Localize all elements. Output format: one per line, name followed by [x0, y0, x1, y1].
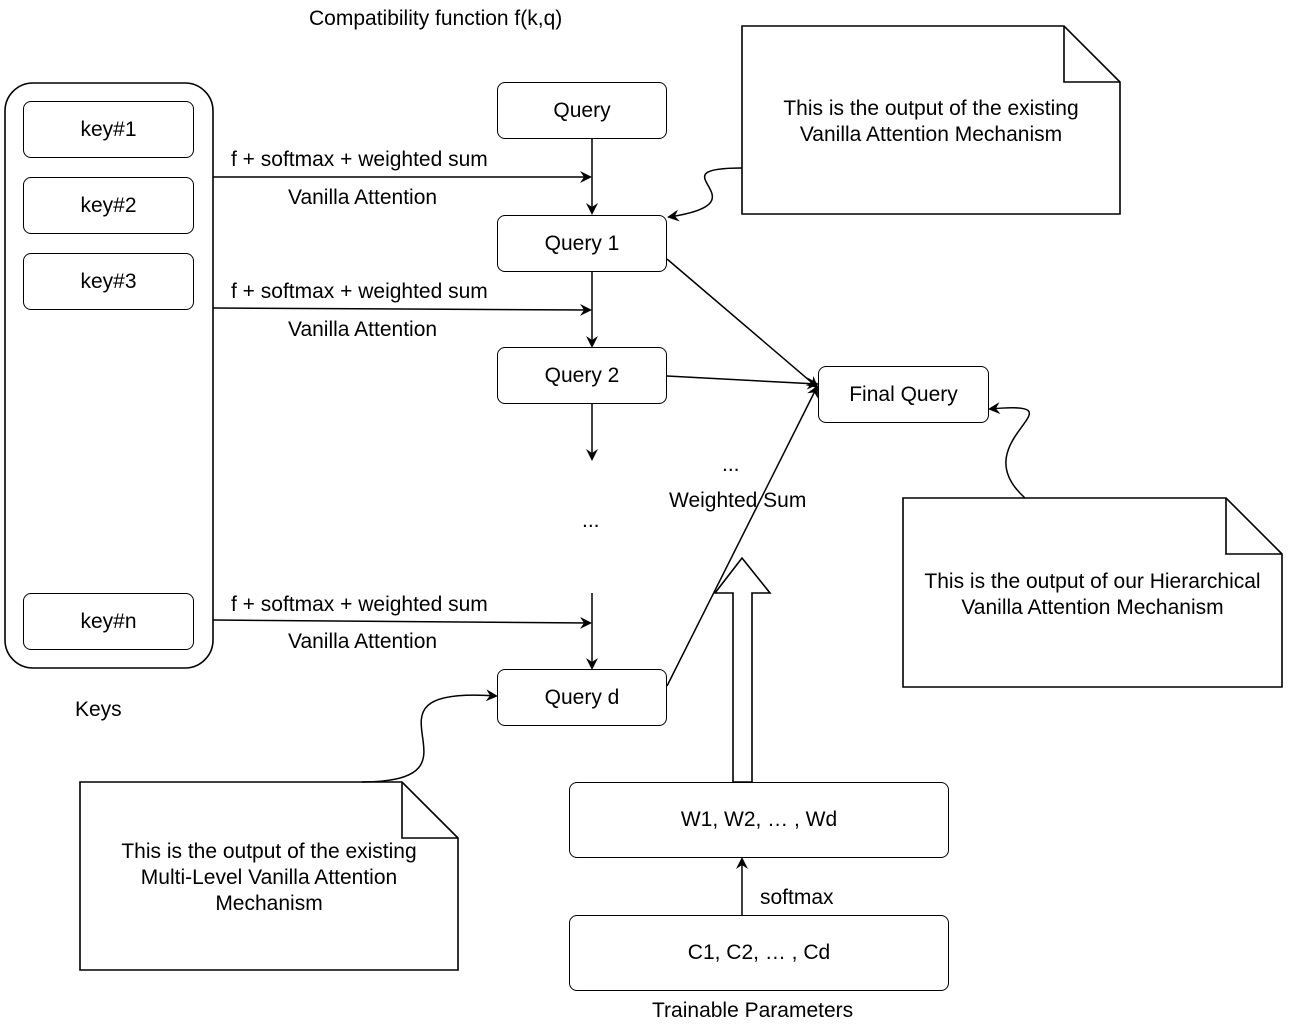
note-vanilla-line-2: Vanilla Attention Mechanism [799, 123, 1063, 146]
edge-name-label-2: Vanilla Attention [288, 318, 438, 341]
edge-op-label-1: f + softmax + weighted sum [231, 148, 488, 171]
note-hierarchical-line-1: This is the output of our Hierarchical [924, 570, 1261, 593]
note-multilevel-fold [401, 782, 458, 839]
hollow-up-arrow [713, 556, 772, 783]
edge-keys-to-queryd [212, 616, 592, 629]
edge-op-label-2: f + softmax + weighted sum [231, 280, 488, 303]
edge-queryd-to-final [666, 385, 818, 687]
diagram-title: Compatibility function f(k,q) [309, 7, 563, 30]
note-hierarchical-line-2: Vanilla Attention Mechanism [961, 596, 1224, 619]
connector-vanilla-note [667, 167, 743, 222]
connector-multilevel-note [361, 689, 498, 783]
keys-label: Keys [75, 698, 122, 721]
query-d-box: Query d [497, 669, 667, 726]
coefficients-box: C1, C2, … , Cd [569, 915, 949, 991]
note-vanilla-text: This is the output of the existing Vanil… [742, 96, 1120, 148]
edge-query1-to-final [666, 258, 819, 389]
weighted-sum-ellipsis: ... [722, 453, 740, 476]
key-box-n: key#n [23, 593, 194, 650]
note-multilevel-text: This is the output of the existing Multi… [80, 839, 458, 917]
trainable-parameters-label: Trainable Parameters [652, 999, 854, 1022]
note-multilevel-line-2: Multi-Level Vanilla Attention [140, 866, 398, 889]
edge-op-label-3: f + softmax + weighted sum [231, 593, 488, 616]
note-hierarchical-shape [902, 497, 1283, 688]
weights-box: W1, W2, … , Wd [569, 782, 949, 858]
query-2-box: Query 2 [497, 347, 667, 404]
weighted-sum-label: Weighted Sum [669, 489, 807, 512]
key-box-3: key#3 [23, 253, 194, 310]
softmax-label: softmax [760, 886, 834, 909]
note-hierarchical-text: This is the output of our Hierarchical V… [903, 569, 1282, 621]
edge-name-label-3: Vanilla Attention [288, 630, 438, 653]
note-hierarchical-fold [1225, 498, 1282, 555]
query-chain-ellipsis: ... [582, 509, 600, 532]
note-multilevel-line-1: This is the output of the existing [121, 840, 417, 863]
query-box: Query [497, 82, 667, 139]
note-multilevel-line-3: Mechanism [215, 892, 323, 915]
query-1-box: Query 1 [497, 215, 667, 272]
edge-name-label-1: Vanilla Attention [288, 186, 438, 209]
key-box-1: key#1 [23, 101, 194, 158]
key-box-2: key#2 [23, 177, 194, 234]
final-query-box: Final Query [818, 366, 989, 423]
edge-keys-to-query2 [212, 303, 592, 316]
connector-hierarchical-note [988, 402, 1030, 499]
keys-container [4, 82, 214, 669]
note-vanilla-shape [741, 25, 1121, 215]
note-vanilla-line-1: This is the output of the existing [783, 97, 1079, 120]
edge-query2-to-final [666, 375, 819, 390]
note-multilevel-shape [79, 781, 459, 971]
note-vanilla-fold [1063, 26, 1120, 83]
